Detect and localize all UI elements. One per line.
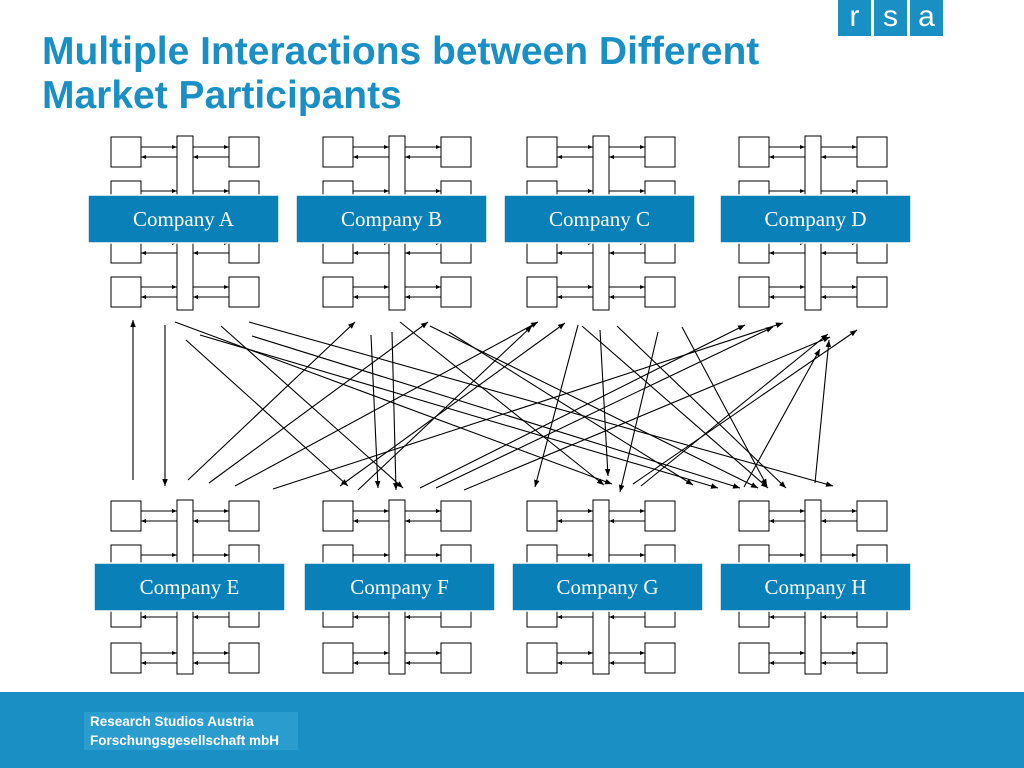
interaction-arrow: [618, 331, 659, 493]
interaction-arrow: [419, 324, 746, 489]
unit-box: [110, 500, 142, 532]
unit-box: [738, 276, 770, 308]
slide-title: Multiple Interactions between Different …: [42, 30, 759, 118]
organization-name: Research Studios Austria Forschungsgesel…: [84, 712, 298, 750]
company-label-box-g: [511, 562, 704, 612]
unit-box: [644, 500, 676, 532]
unit-box: [228, 276, 260, 308]
interaction-arrow: [640, 333, 829, 487]
logo-letter-r: r: [838, 0, 871, 36]
company-label-c: Company C: [549, 207, 650, 231]
interaction-arrow: [448, 331, 694, 486]
interaction-arrow: [743, 348, 821, 488]
organization-name-line-1: Research Studios Austria: [90, 714, 254, 729]
unit-box: [228, 642, 260, 674]
company-label-box-d: [719, 194, 912, 244]
unit-box: [322, 642, 354, 674]
unit-box: [440, 500, 472, 532]
interaction-arrow: [399, 321, 605, 486]
company-label-h: Company H: [764, 575, 866, 599]
interaction-arrow: [357, 325, 533, 491]
interaction-arrow: [199, 334, 719, 489]
interaction-arrow: [429, 325, 759, 489]
company-label-box-f: [303, 562, 496, 612]
slide-title-line-1: Multiple Interactions between Different: [42, 30, 760, 73]
interaction-arrow: [814, 339, 832, 484]
company-labels: Company A Company B Company C Company D Comp…: [87, 194, 912, 612]
unit-box: [856, 500, 888, 532]
unit-box: [856, 136, 888, 168]
company-label-box-a: [87, 194, 280, 244]
company-cluster-a: [110, 135, 260, 311]
interaction-arrow: [272, 322, 784, 490]
logo-letter-s: s: [874, 0, 907, 36]
unit-box: [526, 500, 558, 532]
unit-box: [440, 642, 472, 674]
unit-box: [526, 642, 558, 674]
unit-box: [110, 276, 142, 308]
company-label-box-h: [719, 562, 912, 612]
slide-title-line-2: Market Participants: [42, 74, 402, 117]
unit-box: [322, 136, 354, 168]
interaction-arrow: [234, 321, 539, 487]
company-label-e: Company E: [140, 575, 240, 599]
company-label-d: Company D: [764, 207, 866, 231]
interaction-arrow: [370, 334, 381, 489]
unit-box: [738, 500, 770, 532]
company-label-g: Company G: [556, 575, 658, 599]
unit-box: [738, 642, 770, 674]
organization-name-line-2: Forschungsgesellschaft mbH: [90, 733, 280, 748]
interaction-arrow: [534, 324, 579, 488]
company-label-box-e: [93, 562, 286, 612]
interaction-arrows: [130, 320, 858, 493]
unit-box: [526, 276, 558, 308]
company-label-a: Company A: [133, 207, 235, 231]
unit-box: [322, 500, 354, 532]
rsa-logo: r s a: [838, 0, 943, 36]
unit-box: [228, 136, 260, 168]
unit-box: [644, 136, 676, 168]
unit-box: [110, 642, 142, 674]
company-label-box-b: [295, 194, 488, 244]
unit-box: [856, 276, 888, 308]
unit-box: [644, 642, 676, 674]
interaction-arrow: [581, 325, 769, 489]
unit-box: [644, 276, 676, 308]
interaction-arrow: [339, 322, 566, 487]
company-label-b: Company B: [341, 207, 442, 231]
unit-box: [526, 136, 558, 168]
interaction-arrow: [208, 321, 429, 484]
interaction-arrow: [248, 321, 834, 487]
interaction-arrow: [616, 325, 787, 489]
footer-bar: Research Studios Austria Forschungsgesel…: [0, 692, 1024, 768]
interaction-arrow: [435, 326, 774, 489]
unit-box: [228, 500, 260, 532]
interaction-arrow: [681, 326, 768, 487]
interaction-arrow: [599, 329, 611, 477]
interaction-arrow: [187, 321, 356, 481]
unit-box: [440, 136, 472, 168]
unit-box: [322, 276, 354, 308]
interaction-arrow: [463, 336, 831, 491]
company-label-f: Company F: [350, 575, 449, 599]
interaction-arrow: [251, 335, 741, 489]
interaction-arrow: [391, 331, 399, 491]
company-label-box-c: [503, 194, 696, 244]
unit-box: [440, 276, 472, 308]
unit-box: [738, 136, 770, 168]
logo-letter-a: a: [910, 0, 943, 36]
unit-box: [110, 136, 142, 168]
interaction-arrow: [220, 325, 404, 489]
unit-box: [856, 642, 888, 674]
interaction-arrow: [185, 339, 349, 487]
